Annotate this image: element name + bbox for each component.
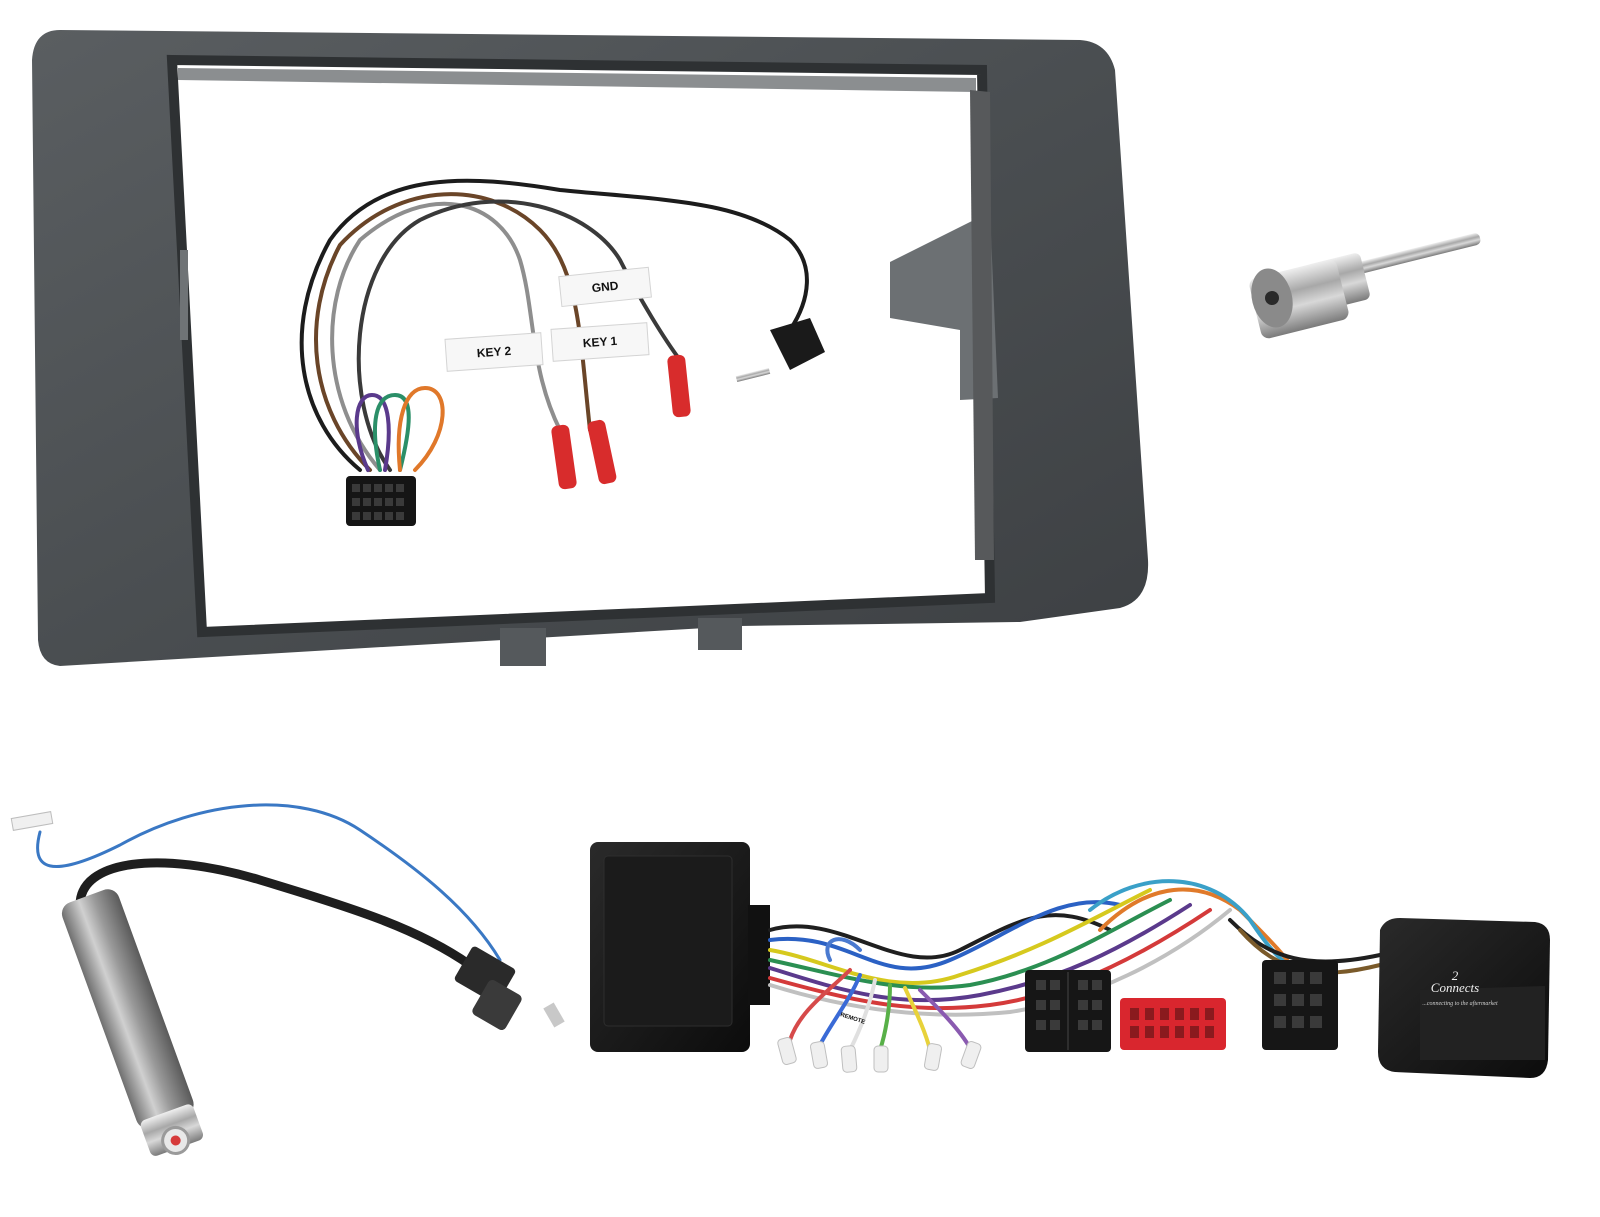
antenna-wire-tag — [10, 811, 54, 831]
harness-wire-grey — [330, 201, 562, 472]
antenna-tube — [61, 889, 204, 1156]
jack-plug-body — [770, 318, 825, 370]
red-plug-gnd — [667, 354, 691, 418]
fascia-inner-rim — [166, 54, 996, 638]
label-key2: KEY 2 — [476, 344, 512, 360]
fascia-inner-bracket-shadow — [970, 90, 994, 560]
adapter-socket-hole — [1265, 291, 1279, 305]
label-key1: KEY 1 — [582, 334, 618, 350]
harness-wire-black — [299, 178, 809, 472]
fascia-top-inner-lip — [178, 68, 976, 92]
red-plug-key1 — [587, 419, 617, 485]
logo-tagline: ...connecting to the aftermarket — [1422, 1000, 1498, 1007]
fascia-inner-bracket — [890, 212, 998, 400]
connects2-patch-box: 2 Connects ...connecting to the aftermar… — [1378, 918, 1550, 1078]
wire-tag-key2: KEY 2 — [444, 332, 544, 372]
wire-tag-key1: KEY 1 — [550, 322, 650, 362]
red-bullet-plugs — [551, 354, 691, 490]
wire-tag-gnd: GND — [558, 266, 652, 308]
iso-antenna-adapter — [1249, 233, 1481, 339]
fascia-outer-frame — [32, 30, 1149, 666]
antenna-adapter-cable — [36, 803, 565, 1030]
fascia-bottom-tab-right — [698, 618, 742, 650]
harness-loop-purple — [354, 392, 391, 472]
fascia-side-clip-left — [180, 250, 188, 340]
antenna-blue-wire — [36, 803, 502, 962]
label-gnd: GND — [591, 279, 619, 296]
fascia-bottom-tab-left — [500, 628, 546, 666]
interface-crimp-terminals — [777, 1037, 982, 1073]
antenna-connector-plug — [472, 980, 522, 1030]
iso-connector-black-single — [1262, 960, 1338, 1050]
harness-loop-orange — [396, 385, 445, 472]
logo-brand-name: Connects — [1431, 980, 1479, 995]
double-din-fascia — [32, 30, 1149, 666]
jack-plug-tip — [735, 367, 771, 383]
harness-multipin-connector — [346, 476, 416, 526]
antenna-small-terminal — [543, 1002, 565, 1028]
iso-connector-red — [1120, 998, 1226, 1050]
remote-wire-tag: REMOTE — [839, 1012, 865, 1026]
red-plug-key2 — [551, 424, 577, 490]
iso-connector-black-pair — [1025, 970, 1111, 1052]
interface-module-box — [590, 842, 770, 1052]
logo-numeral: 2 — [1452, 968, 1459, 983]
adapter-pin — [1351, 233, 1481, 275]
antenna-black-cable — [75, 858, 475, 970]
harness-loop-green — [373, 392, 411, 472]
interface-wiring-bundle — [768, 879, 1382, 1052]
